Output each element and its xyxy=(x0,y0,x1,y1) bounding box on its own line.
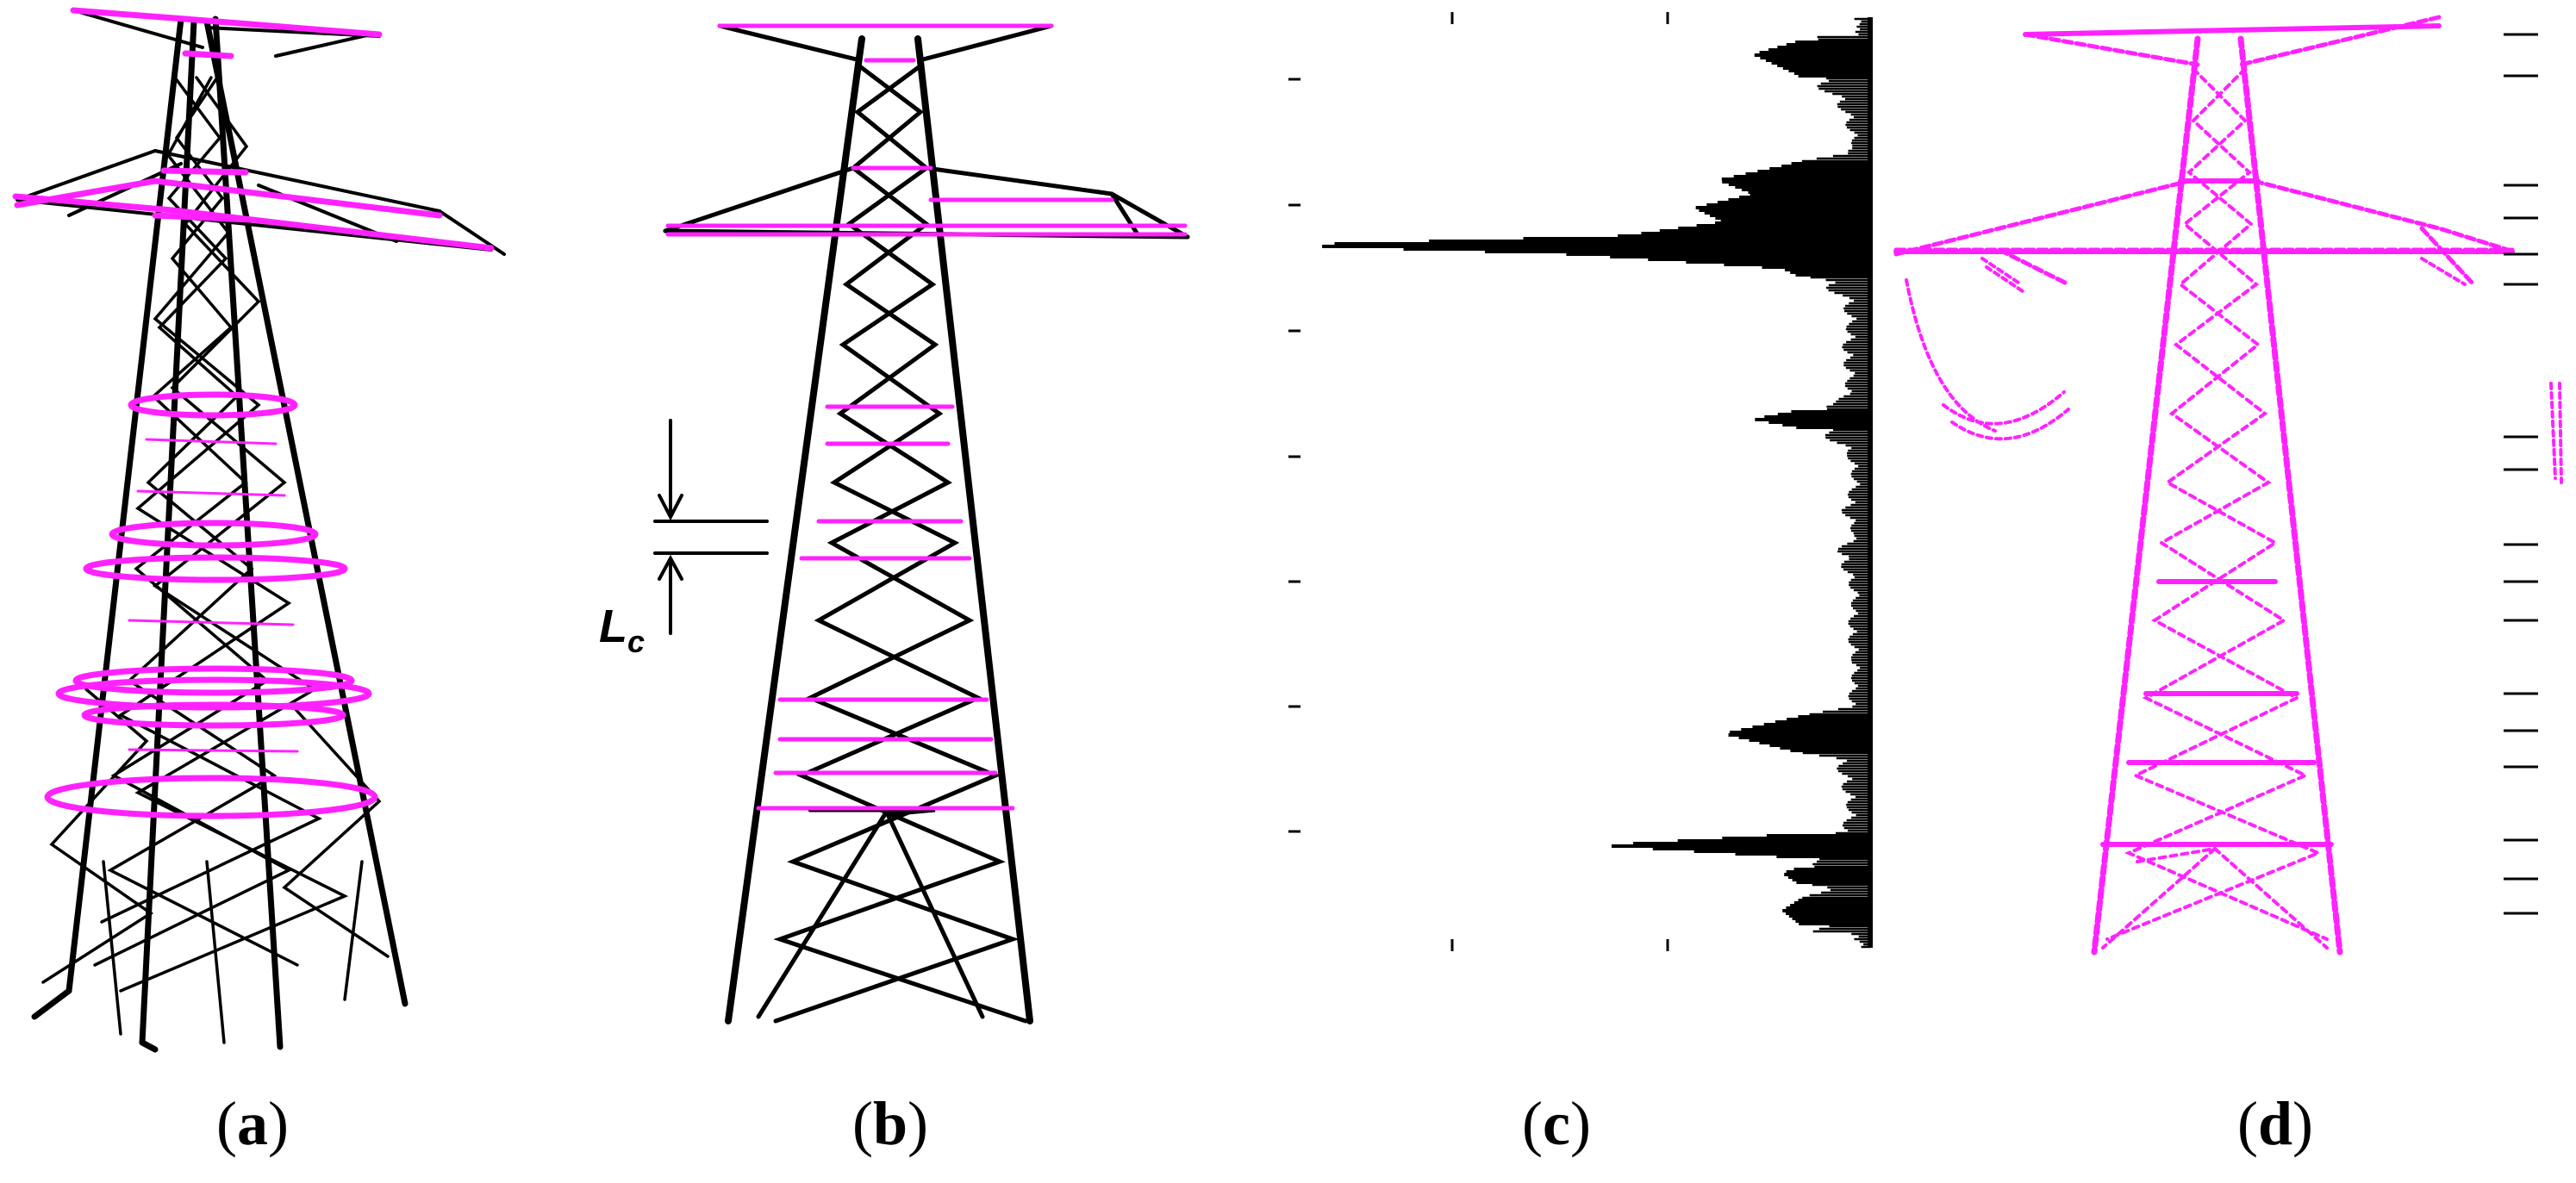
panel-a-highlights-thin xyxy=(128,438,299,753)
panel-label-b: (b) xyxy=(761,1093,1020,1155)
panel-label-b-close: ) xyxy=(908,1089,928,1158)
lc-symbol: L xyxy=(599,601,627,652)
panel-label-b-letter: b xyxy=(872,1089,908,1158)
panel-d-point-cloud xyxy=(1893,15,2563,956)
panel-b-tower-projection xyxy=(653,23,1190,1024)
panel-c-ticks xyxy=(1288,12,1669,951)
panel-label-a-open: ( xyxy=(216,1089,237,1158)
panel-b-highlights xyxy=(665,23,1188,811)
lc-annotation-label: Lc xyxy=(599,603,645,657)
panel-c-bars xyxy=(1322,17,1870,949)
panel-label-d: (d) xyxy=(2146,1093,2404,1155)
panel-label-a-close: ) xyxy=(268,1089,289,1158)
panel-d-sag-cables xyxy=(1905,257,2563,484)
panel-label-c: (c) xyxy=(1427,1093,1686,1155)
panel-a-tower-3d xyxy=(12,7,506,1053)
panel-d-highlights xyxy=(1893,23,2515,847)
panel-label-c-letter: c xyxy=(1543,1089,1570,1158)
panel-label-b-open: ( xyxy=(851,1089,873,1158)
panel-d-level-marks xyxy=(2504,33,2538,915)
panel-a-highlights xyxy=(12,7,495,819)
panel-label-c-close: ) xyxy=(1569,1089,1591,1158)
panel-d-legs xyxy=(2091,35,2343,956)
panel-label-d-close: ) xyxy=(2292,1089,2313,1158)
panel-label-a: (a) xyxy=(123,1093,382,1155)
lc-subscript: c xyxy=(627,623,646,659)
panel-b-bracing xyxy=(756,62,1028,1024)
lc-dimension xyxy=(653,419,769,635)
panel-d-arms xyxy=(1893,15,2515,287)
panel-a-arms xyxy=(16,9,506,256)
panel-label-d-letter: d xyxy=(2257,1089,2293,1158)
panel-c-histogram xyxy=(1288,12,1873,951)
panel-label-c-open: ( xyxy=(1522,1089,1544,1158)
panel-label-a-letter: a xyxy=(237,1089,268,1158)
panel-label-d-open: ( xyxy=(2236,1089,2258,1158)
panel-b-legs xyxy=(725,35,1033,1024)
